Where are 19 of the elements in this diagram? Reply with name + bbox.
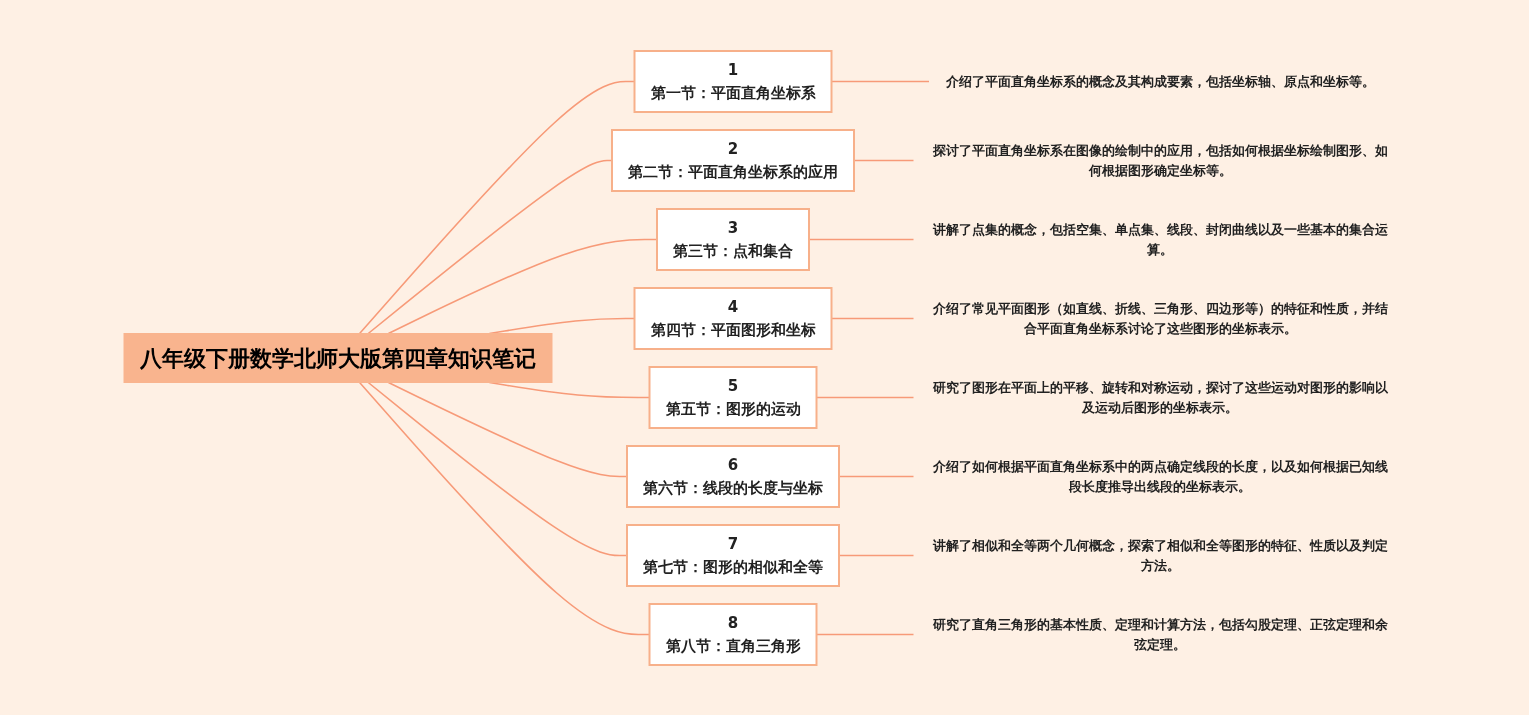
node-box: 八年级下册数学北师大版第四章知识笔记 [123, 332, 552, 383]
node-box: 4 第四节：平面图形和坐标 [633, 286, 832, 350]
connector [358, 80, 635, 334]
node-box: 1 第一节：平面直角坐标系 [633, 49, 832, 113]
node-text: 研究了图形在平面上的平移、旋转和对称运动，探讨了这些运动对图形的影响以及运动后图形的坐标表示。 [932, 379, 1387, 414]
node-text: 介绍了常见平面图形（如直线、折线、三角形、四边形等）的特征和性质，并结合平面直角坐标系讨论了这些图形的坐标表示。 [932, 300, 1387, 335]
node-box: 3 第三节：点和集合 [655, 207, 810, 271]
connector [358, 381, 650, 635]
node-box: 6 第六节：线段的长度与坐标 [625, 444, 840, 508]
node-text: 研究了直角三角形的基本性质、定理和计算方法，包括勾股定理、正弦定理和余弦定理。 [932, 616, 1387, 651]
node-box: 8 第八节：直角三角形 [648, 602, 817, 666]
node-text: 讲解了点集的概念，包括空集、单点集、线段、封闭曲线以及一些基本的集合运算。 [932, 221, 1387, 256]
node-box: 5 第五节：图形的运动 [648, 365, 817, 429]
node-box: 7 第七节：图形的相似和全等 [625, 523, 840, 587]
node-text: 讲解了相似和全等两个几何概念，探索了相似和全等图形的特征、性质以及判定方法。 [932, 537, 1387, 572]
node-text: 探讨了平面直角坐标系在图像的绘制中的应用，包括如何根据坐标绘制图形、如何根据图形确定坐标等。 [932, 142, 1387, 177]
node-text: 介绍了如何根据平面直角坐标系中的两点确定线段的长度，以及如何根据已知线段长度推导出线段的坐标表示。 [932, 458, 1387, 493]
node-box: 2 第二节：平面直角坐标系的应用 [610, 128, 855, 192]
node-text: 介绍了平面直角坐标系的概念及其构成要素，包括坐标轴、原点和坐标等。 [945, 73, 1374, 89]
